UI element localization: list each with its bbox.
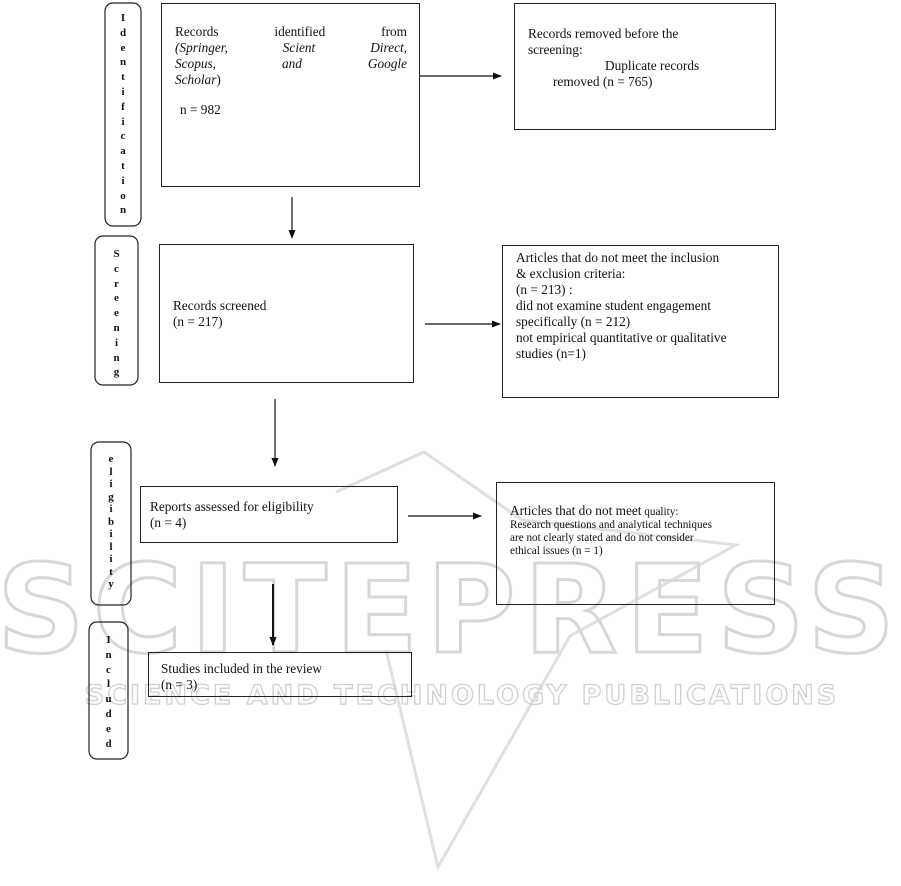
stage-letter: c — [114, 262, 119, 275]
stage-letter: d — [119, 26, 127, 39]
identified-word: identified — [274, 24, 326, 39]
stage-letter: o — [120, 189, 126, 202]
removed-line-2: screening: — [528, 42, 583, 57]
included-box: Studies included in the review (n = 3) — [148, 652, 412, 697]
identified-count: n = 982 — [180, 102, 221, 117]
stage-letter: u — [105, 693, 112, 706]
identified-word: Scopus, — [175, 56, 216, 71]
stage-letter: n — [119, 204, 127, 217]
stage-letter: e — [114, 292, 119, 305]
identified-line-2: (Springer, Scient Direct, — [175, 40, 407, 56]
stage-letter: l — [109, 465, 113, 478]
stage-letter: n — [113, 321, 120, 334]
stage-letter: a — [120, 145, 126, 158]
stage-letter: e — [120, 41, 126, 54]
identified-word: Google — [367, 56, 408, 71]
identified-word: and — [281, 56, 302, 71]
stage-letter: I — [106, 634, 111, 646]
records-removed-box: Records removed before the screening: Du… — [514, 3, 776, 130]
stage-letter: y — [108, 578, 114, 590]
stage-letter: f — [121, 100, 125, 113]
stage-letter: g — [108, 490, 114, 503]
identified-line-4: Scholar) — [175, 72, 407, 88]
stage-letter: n — [105, 648, 112, 661]
stage-letter: b — [107, 515, 115, 528]
stage-letter: e — [106, 722, 111, 735]
excluded-line-2: & exclusion criteria: — [516, 266, 626, 281]
stage-letter: i — [121, 85, 125, 98]
quality-phrase: Articles that do not meet — [510, 503, 642, 518]
eligibility-line-1: Reports assessed for eligibility — [150, 499, 314, 514]
stage-letter: r — [114, 277, 119, 290]
identified-word: (Springer, — [175, 40, 228, 55]
identified-word: from — [381, 24, 407, 39]
identified-word: ) — [216, 72, 221, 87]
included-line-2: (n = 3) — [161, 677, 198, 692]
excluded-line-6: not empirical quantitative or qualitativ… — [516, 330, 727, 345]
excluded-line-7: studies (n=1) — [516, 346, 586, 361]
stage-letter: i — [121, 115, 125, 128]
stage-letter: c — [120, 130, 126, 143]
stage-letter: t — [121, 71, 125, 84]
identified-line-3: Scopus, and Google — [175, 56, 407, 72]
stage-letter: t — [109, 565, 113, 578]
stage-letter: S — [113, 248, 120, 260]
excluded-articles-box: Articles that do not meet the inclusion … — [502, 245, 779, 398]
quality-line-4: ethical issues (n = 1) — [510, 545, 603, 557]
stage-letter: n — [113, 351, 120, 364]
stage-letter: n — [119, 56, 127, 69]
stage-letter: i — [109, 553, 113, 565]
quality-excluded-box: Articles that do not meet quality: Resea… — [496, 482, 775, 605]
excluded-line-3: (n = 213) : — [516, 282, 573, 297]
stage-letter: l — [106, 678, 111, 691]
identified-word: Records — [175, 24, 219, 39]
identified-word: Direct, — [370, 40, 408, 55]
stage-letter: g — [113, 366, 120, 379]
stage-letter: i — [121, 174, 125, 187]
stage-letter: t — [121, 159, 125, 172]
quality-line-3: are not clearly stated and do not consid… — [510, 532, 694, 544]
stage-letter: e — [108, 453, 114, 465]
stage-letter: i — [114, 336, 119, 349]
identified-word: Scholar — [175, 72, 217, 87]
stage-letter: c — [106, 663, 111, 676]
quality-line-2: Research questions and analytical techni… — [510, 519, 712, 531]
removed-line-4: removed (n = 765) — [553, 74, 653, 89]
eligibility-box: Reports assessed for eligibility (n = 4) — [140, 486, 398, 543]
records-identified-box: Records identified from (Springer, Scien… — [161, 3, 420, 187]
stage-letter: i — [109, 478, 113, 490]
quality-line-1: Articles that do not meet quality: — [510, 503, 768, 519]
stage-letter: i — [109, 503, 113, 515]
removed-line-1: Records removed before the — [528, 26, 679, 41]
quality-phrase: quality: — [641, 506, 679, 518]
eligibility-line-2: (n = 4) — [150, 515, 187, 530]
identified-line-1: Records identified from — [175, 24, 407, 40]
stage-letter: i — [109, 528, 113, 540]
stage-letter: l — [109, 540, 113, 553]
excluded-line-5: specifically (n = 212) — [516, 314, 631, 329]
screened-line-1: Records screened — [173, 298, 267, 313]
excluded-line-4: did not examine student engagement — [516, 298, 711, 313]
stage-letter: I — [120, 12, 126, 24]
screened-line-2: (n = 217) — [173, 314, 223, 329]
records-screened-box: Records screened (n = 217) — [159, 244, 414, 383]
stage-letter: d — [105, 707, 112, 720]
identified-word: Scient — [282, 40, 316, 55]
included-line-1: Studies included in the review — [161, 661, 323, 676]
excluded-line-1: Articles that do not meet the inclusion — [516, 250, 720, 265]
removed-line-3: Duplicate records — [605, 58, 700, 73]
stage-letter: e — [114, 307, 119, 320]
stage-letter: d — [105, 737, 112, 750]
